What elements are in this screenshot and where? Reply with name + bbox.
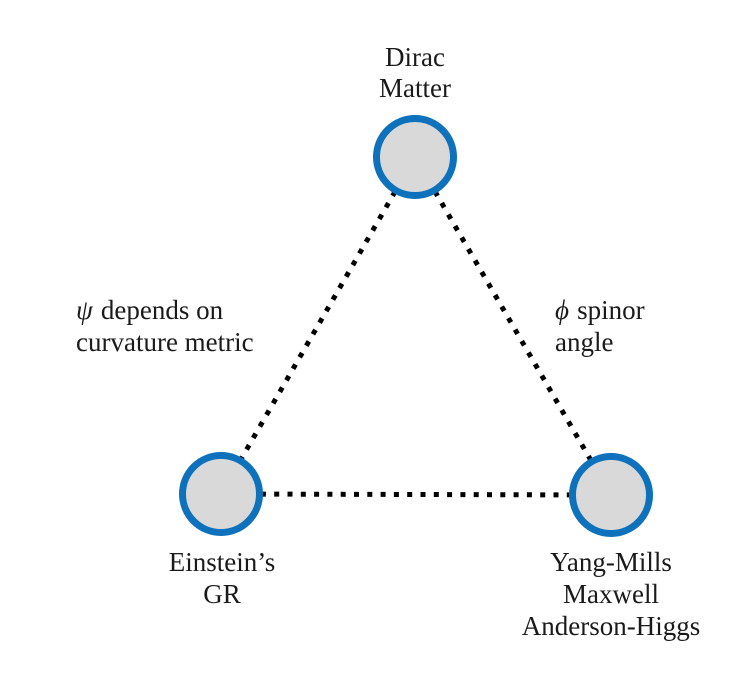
node-label-line: Maxwell xyxy=(563,579,659,609)
node-circle-einstein-gr xyxy=(179,452,263,536)
node-label-dirac-matter: Dirac Matter xyxy=(379,42,451,104)
node-circle-dirac-matter xyxy=(373,115,457,199)
node-label-line: Yang-Mills xyxy=(550,547,672,577)
node-label-line: Einstein’s xyxy=(168,547,276,577)
edge-label-line: curvature metric xyxy=(76,327,254,357)
node-circle-yang-mills xyxy=(569,453,653,537)
node-label-yang-mills: Yang-Mills Maxwell Anderson-Higgs xyxy=(522,546,700,642)
node-label-line: Anderson-Higgs xyxy=(521,611,701,641)
edge-label-line: angle xyxy=(555,327,614,357)
node-label-line: Matter xyxy=(379,73,451,103)
edge-einstein-yangmills xyxy=(220,491,612,498)
phi-symbol: ϕ xyxy=(555,295,569,325)
node-label-einstein-gr: Einstein’s GR xyxy=(169,546,276,610)
edge-label-text: spinor xyxy=(577,295,645,325)
node-label-line: Dirac xyxy=(385,42,445,72)
edge-label-text: depends on xyxy=(100,295,224,325)
node-label-line: GR xyxy=(203,579,241,609)
edge-dirac-einstein xyxy=(218,155,418,496)
psi-symbol: ψ xyxy=(76,295,93,325)
